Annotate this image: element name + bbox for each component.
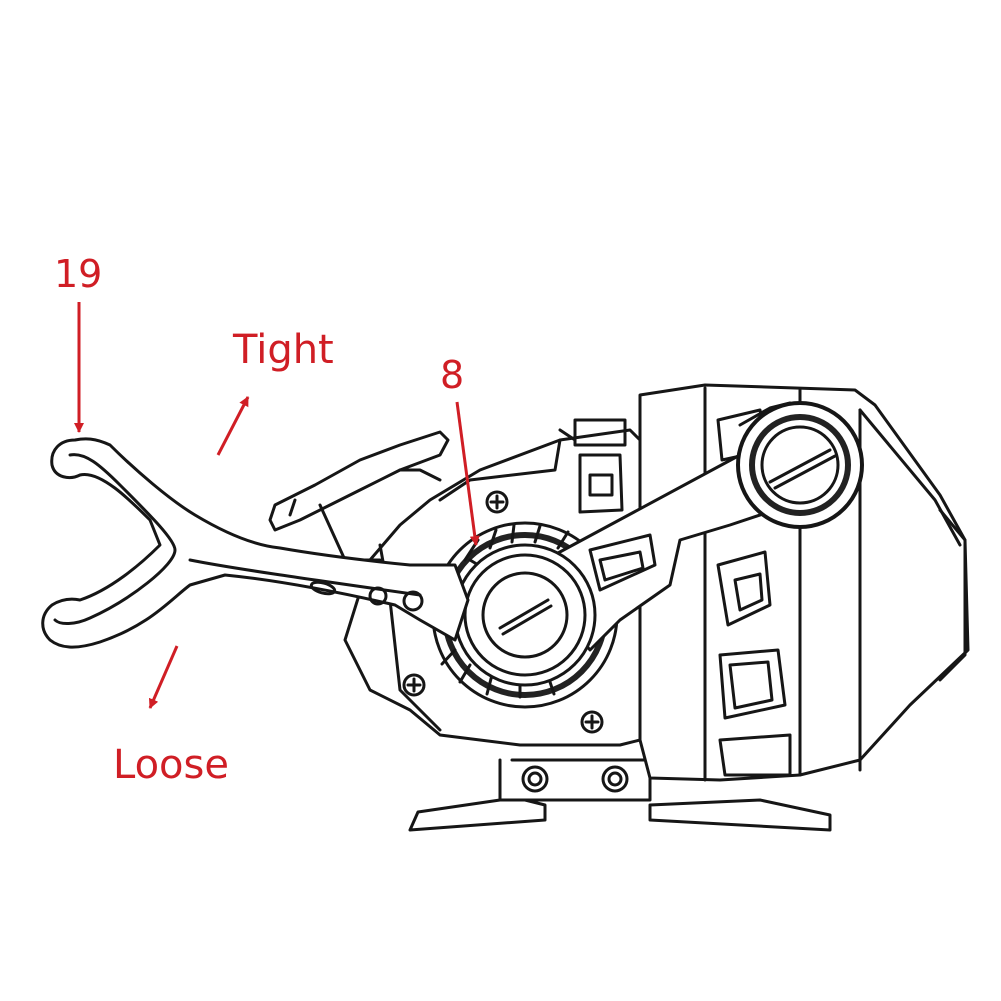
reel-foot — [408, 758, 832, 832]
wrench-tool — [41, 437, 470, 649]
loose-label: Loose — [113, 742, 229, 788]
arrow-8 — [455, 401, 480, 546]
center-nut — [453, 543, 597, 687]
tight-label: Tight — [233, 327, 334, 373]
arrow-tight — [216, 396, 250, 456]
crank-handle — [543, 401, 864, 652]
part-label-19: 19 — [54, 252, 103, 296]
arrow-loose — [148, 645, 179, 709]
part-label-8: 8 — [440, 353, 465, 397]
